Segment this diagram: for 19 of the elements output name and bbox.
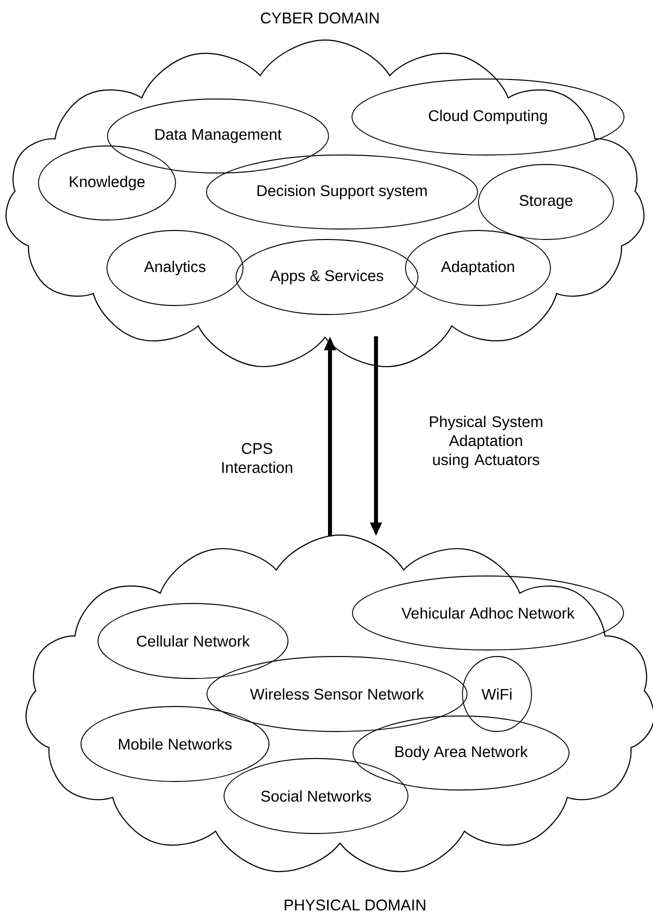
ellipse-node: Mobile Networks (80, 706, 270, 782)
domain-title: PHYSICAL DOMAIN (284, 900, 426, 910)
ellipse-node: Cloud Computing (352, 78, 624, 156)
ellipse-node: Cellular Network (98, 603, 288, 679)
ellipse-node: Storage (478, 164, 614, 240)
ellipse-node: Knowledge (38, 146, 176, 220)
ellipse-node: Apps & Services (236, 239, 418, 315)
ellipse-node: Adaptation (405, 230, 551, 306)
edge-label: Physical System Adaptation using Actuators (430, 416, 542, 468)
ellipse-node: Body Area Network (352, 716, 570, 790)
ellipse-node: Social Networks (224, 758, 408, 834)
ellipse-node: Decision Support system (206, 154, 478, 230)
ellipse-node: Wireless Sensor Network (206, 656, 468, 732)
ellipse-node: Vehicular Adhoc Network (352, 576, 624, 650)
ellipse-node: Data Management (107, 98, 329, 174)
edge-label: CPS Interaction (222, 443, 292, 473)
domain-title: CYBER DOMAIN (260, 12, 379, 24)
ellipse-node: WiFi (462, 656, 532, 732)
ellipse-node: Analytics (106, 230, 244, 306)
